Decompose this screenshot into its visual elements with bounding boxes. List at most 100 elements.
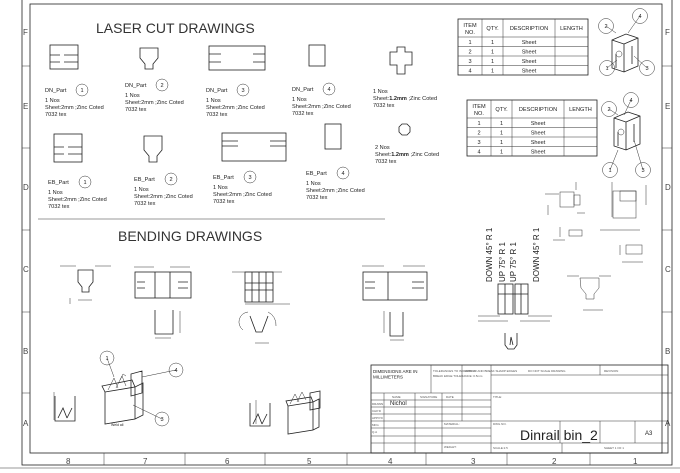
deburr-note: DEBURR AND BREAK SHARP EDGES — [464, 369, 517, 373]
drawn-by-name: Nichol — [390, 401, 407, 407]
zone-letter: C — [23, 265, 29, 274]
zone-letter: D — [23, 183, 29, 192]
table-cell: 4 — [468, 69, 471, 75]
item-balloon — [599, 60, 615, 76]
table-cell: 1 — [500, 150, 503, 156]
balloon-leader — [608, 108, 619, 116]
assembly-hole — [617, 128, 625, 136]
zone-number: 8 — [66, 457, 71, 466]
item-balloon — [598, 18, 614, 34]
sheet-suffix: ;Zinc Coted — [407, 96, 437, 102]
table-cell: 1 — [491, 59, 494, 65]
header-no: NO. — [465, 30, 475, 36]
role-label: Q.A — [372, 430, 377, 434]
balloon-leader — [633, 139, 644, 171]
part-number: 2 — [161, 83, 164, 89]
part-qty: 1 Nos — [213, 185, 228, 191]
break-edge-note: BREAK EDGE TOLERANCE: 0.5mm — [433, 374, 483, 378]
table-cell: Sheet — [531, 150, 546, 156]
table-cell: 1 — [491, 50, 494, 56]
bending-balloons: 143 — [99, 350, 184, 427]
drawing-name: Dinrail bin_2 — [520, 427, 598, 443]
table-cell: 3 — [477, 140, 480, 146]
part-sheet: Sheet:2mm ;Zinc Coted — [45, 105, 104, 111]
balloon-leader — [606, 59, 618, 69]
assembly-hole — [615, 50, 623, 58]
date-header: DATE — [446, 395, 454, 399]
bend-note: UP 75° R 1 — [509, 241, 518, 282]
extra-sheet: Sheet:1.2mm ;Zinc Coted — [375, 152, 439, 158]
part-qty: 1 Nos — [206, 98, 221, 104]
part-number-balloon — [243, 170, 257, 184]
item-balloon-number: 1 — [105, 356, 108, 362]
part-number-balloon — [164, 172, 178, 186]
sheet-label: SHEET 1 OF 1 — [604, 446, 624, 450]
role-label: APPV'D — [372, 416, 384, 420]
part-color: 7032 tex — [206, 112, 228, 118]
table-cell: 1 — [491, 40, 494, 46]
item-balloon — [168, 362, 184, 378]
part-qty: 1 Nos — [306, 181, 321, 187]
part-name: EB_Part — [134, 177, 155, 183]
balloon-leader — [627, 15, 641, 34]
item-balloon-number: 1 — [605, 66, 608, 72]
part-sheet: Sheet:2mm ;Zinc Coted — [306, 188, 365, 194]
zone-letter: F — [23, 28, 28, 37]
sheet-suffix: ;Zinc Coted — [409, 152, 439, 158]
balloon-leader — [605, 25, 617, 34]
table-border — [466, 99, 598, 157]
item-balloon-number: 3 — [160, 417, 163, 423]
sheet-thickness: 1.2mm — [389, 96, 407, 102]
zone-number: 7 — [143, 457, 148, 466]
part-shape-cross — [389, 46, 413, 75]
dimensions-note-line: MILLIMETERS — [373, 375, 403, 380]
extra-qty: 2 Nos — [375, 145, 390, 151]
item-balloon — [632, 8, 648, 24]
zone-number: 2 — [552, 457, 557, 466]
balloon-leader — [623, 99, 632, 116]
sheet-thickness: 1.2mm — [391, 152, 409, 158]
header-description: DESCRIPTION — [510, 26, 548, 32]
part-shape-dn3 — [208, 45, 266, 71]
table-cell: Sheet — [531, 140, 546, 146]
part-name: DN_Part — [292, 87, 314, 93]
part-number: 3 — [249, 175, 252, 181]
part-shape-octagon — [398, 123, 411, 136]
part-name: EB_Part — [48, 180, 69, 186]
part-number-balloon — [236, 83, 250, 97]
item-balloon — [99, 350, 115, 366]
part-shape-eb4 — [324, 123, 342, 150]
part-number: 2 — [170, 177, 173, 183]
extra-part-note-1: 1 Nos Sheet:1.2mm ;Zinc Coted 7032 tex — [373, 89, 437, 109]
bend-note: UP 75° R 1 — [498, 241, 507, 282]
balloon-leader — [609, 149, 619, 171]
weld-note: Weld all — [111, 423, 124, 427]
header-length: LENGTH — [569, 107, 592, 113]
item-balloon — [635, 162, 651, 178]
role-label: MFG — [372, 423, 379, 427]
assembly-body — [613, 111, 641, 151]
item-balloon — [639, 60, 655, 76]
part-name: EB_Part — [213, 175, 234, 181]
item-balloon-number: 4 — [638, 14, 641, 20]
material-label: MATERIAL: — [444, 422, 460, 426]
zone-letter: F — [665, 28, 670, 37]
item-balloon — [601, 101, 617, 117]
laser-cut-title: LASER CUT DRAWINGS — [96, 20, 255, 36]
bending-assembly-2 — [285, 390, 321, 435]
balloon-leader — [141, 369, 177, 378]
item-balloon-number: 3 — [645, 66, 648, 72]
extra-sheet: Sheet:1.2mm ;Zinc Coted — [373, 96, 437, 102]
zone-letter: C — [665, 265, 671, 274]
part-number-balloon — [75, 83, 89, 97]
bending-views — [53, 265, 428, 427]
part-sheet: Sheet:2mm ;Zinc Coted — [134, 194, 193, 200]
zone-letter: D — [665, 183, 671, 192]
